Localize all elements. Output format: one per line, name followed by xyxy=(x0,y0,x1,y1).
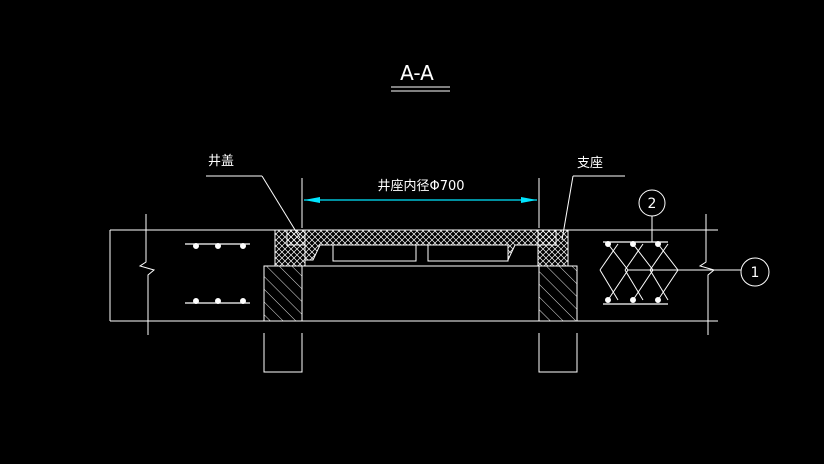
wall-left xyxy=(263,333,303,373)
stirrup xyxy=(632,243,654,301)
left-extent-bracket xyxy=(109,229,130,322)
support-leader-line xyxy=(561,175,574,241)
callout-2: 2 xyxy=(638,189,666,242)
stirrup-link xyxy=(599,269,619,301)
rebar-dot xyxy=(193,298,199,304)
well-assembly xyxy=(263,229,578,373)
stirrup-link xyxy=(624,243,644,271)
rebar-dot xyxy=(240,298,246,304)
stirrup-link xyxy=(624,269,644,301)
section-title-group: A-A xyxy=(391,61,450,92)
stirrup-link xyxy=(599,243,619,271)
inner-diameter-label: 井座内径Φ700 xyxy=(377,178,464,194)
cover-leader-line xyxy=(261,175,301,239)
cover-leader: 井盖 xyxy=(206,154,301,239)
well-base-ring xyxy=(263,265,578,322)
well-cover xyxy=(286,229,557,261)
stirrup xyxy=(657,243,679,301)
rebar-dot xyxy=(215,243,221,249)
rebar-dot xyxy=(240,243,246,249)
right-rebar-group xyxy=(599,241,679,305)
dim-arrow-left xyxy=(304,197,320,203)
section-title: A-A xyxy=(400,61,434,85)
callout-1-circle xyxy=(740,257,770,287)
base-left-hatch xyxy=(263,265,303,322)
support-leader: 支座 xyxy=(561,156,625,241)
callout-1: 1 xyxy=(628,257,770,287)
left-rebar-group xyxy=(185,243,250,304)
left-break-line xyxy=(138,214,156,335)
callout-1-number: 1 xyxy=(751,265,760,281)
rebar-dot xyxy=(193,243,199,249)
base-right-hatch xyxy=(538,265,578,322)
dim-arrow-right xyxy=(521,197,537,203)
stirrup xyxy=(607,243,629,301)
callout-2-number: 2 xyxy=(648,196,657,212)
stirrup-link xyxy=(649,243,669,271)
right-break-line xyxy=(698,214,716,335)
cover-rib-right xyxy=(427,244,509,262)
inner-diameter-dimension: 井座内径Φ700 xyxy=(301,178,540,228)
wall-right xyxy=(538,333,578,373)
rebar-dot xyxy=(215,298,221,304)
cover-label: 井盖 xyxy=(208,154,234,169)
stirrup-link xyxy=(649,269,669,301)
support-label: 支座 xyxy=(577,156,603,171)
cover-rib-left xyxy=(332,244,417,262)
